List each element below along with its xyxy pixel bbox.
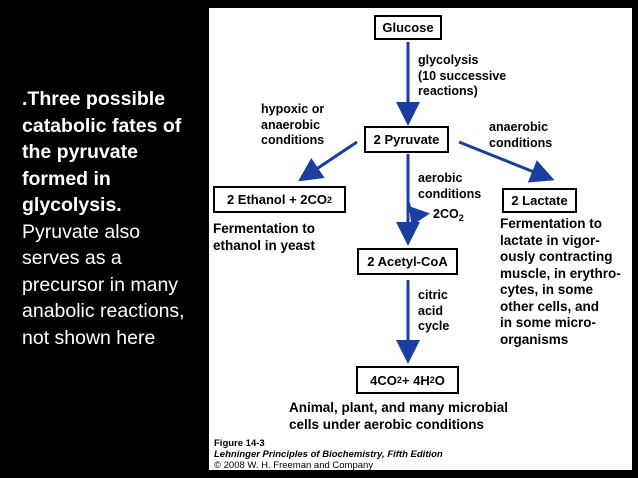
figure-number: Figure 14-3: [214, 438, 265, 449]
slide-rest-text: Pyruvate also serves as a precursor in m…: [22, 220, 185, 349]
to-lactate-arrow: [458, 140, 555, 183]
glucose-node: Glucose: [374, 15, 442, 40]
acetyl-coa-node: 2 Acetyl-CoA: [357, 248, 458, 275]
figure-book: Lehninger Principles of Biochemistry, Fi…: [214, 449, 443, 460]
slide-lead-text: .Three possible catabolic fates of the p…: [22, 88, 182, 216]
lactate-node: 2 Lactate: [502, 188, 577, 213]
co2-release-arrow: [406, 199, 430, 226]
co2-label: 2CO2: [433, 207, 464, 223]
pyruvate-node: 2 Pyruvate: [364, 126, 449, 153]
slide-text: .Three possible catabolic fates of the p…: [22, 86, 202, 351]
figure-copyright: © 2008 W. H. Freeman and Company: [214, 460, 374, 471]
arrows-layer: [298, 42, 555, 364]
to-ethanol-arrow: [298, 140, 358, 182]
